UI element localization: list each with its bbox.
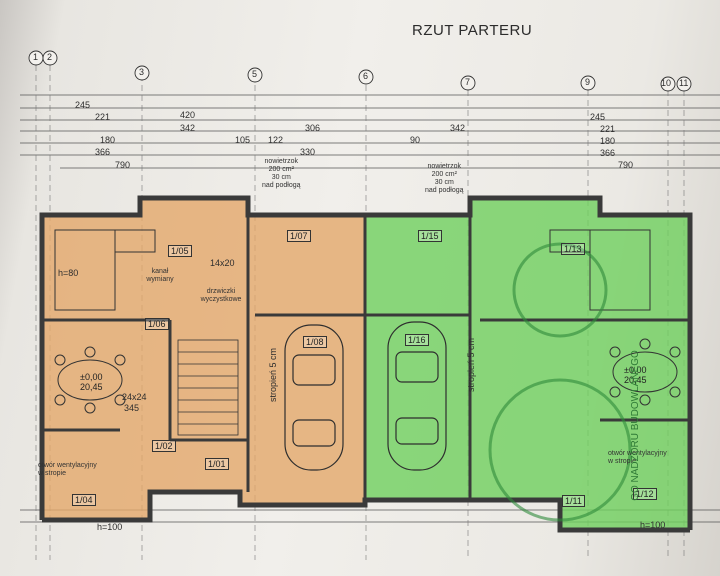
dim-label: 306 xyxy=(305,123,321,133)
dim-label: 180 xyxy=(100,135,116,145)
dim-label: 122 xyxy=(268,135,284,145)
dim-label: 221 xyxy=(95,112,111,122)
axis-number-2: 2 xyxy=(47,52,53,62)
dim-label: 90 xyxy=(410,135,421,145)
room-label-1-01: 1/01 xyxy=(205,458,229,470)
room-label-1-07: 1/07 xyxy=(287,230,311,242)
dim-label: 790 xyxy=(618,160,634,170)
floor-value-left: 345 xyxy=(124,403,140,413)
plan-title: RZUT PARTERU xyxy=(412,22,533,39)
room-label-1-02: 1/02 xyxy=(152,440,176,452)
room-label-1-13: 1/13 xyxy=(561,243,585,255)
table-left-icon xyxy=(54,346,126,414)
fireplace-note: kanał wymiany xyxy=(146,268,174,283)
dim-label: 366 xyxy=(600,148,616,158)
garage-note-left: stropień 5 cm xyxy=(268,347,279,403)
car-right-icon xyxy=(387,321,447,471)
dim-label: 790 xyxy=(115,160,131,170)
axis-number-9: 9 xyxy=(585,77,591,87)
garage-h-left: h=100 xyxy=(97,522,123,532)
room-label-1-16: 1/16 xyxy=(405,334,429,346)
axis-number-11: 11 xyxy=(679,78,689,88)
dim-label: 180 xyxy=(600,136,616,146)
stairs-left xyxy=(177,339,239,436)
dim-label: 105 xyxy=(235,135,251,145)
dim-label: 330 xyxy=(300,147,316,157)
room-label-1-11: 1/11 xyxy=(562,495,585,507)
dim-label: 342 xyxy=(450,123,466,133)
axis-number-6: 6 xyxy=(363,71,369,81)
tile-label-left: 14x20 xyxy=(210,258,235,268)
room-label-1-15: 1/15 xyxy=(418,230,442,242)
axis-markers xyxy=(28,50,692,92)
axis-number-7: 7 xyxy=(465,77,471,87)
dim-label: 366 xyxy=(95,147,111,157)
dim-label: 420 xyxy=(180,110,196,120)
axis-number-1: 1 xyxy=(33,52,39,62)
room-label-1-12: 1/12 xyxy=(633,488,657,500)
room-label-1-06: 1/06 xyxy=(145,318,169,330)
dim-label: 245 xyxy=(590,112,606,122)
right-unit-fill xyxy=(365,198,690,530)
room-label-1-04: 1/04 xyxy=(72,494,96,506)
dim-label: 342 xyxy=(180,123,196,133)
height-left: h=80 xyxy=(58,268,79,278)
room-label-1-05: 1/05 xyxy=(168,245,192,257)
floor-tile-left: 24x24 xyxy=(122,392,147,402)
axis-number-5: 5 xyxy=(252,69,258,79)
sofa-right-icon xyxy=(549,229,651,311)
sofa-left-icon xyxy=(54,229,156,311)
axis-number-3: 3 xyxy=(139,67,145,77)
stamp-text: GO NADZORU BUDOWLANEGO xyxy=(629,350,641,501)
cleanout-note: drzwiczki wyczystkowe xyxy=(200,288,242,303)
garage-note-right: stropień 5 cm xyxy=(466,337,477,393)
table-right-icon xyxy=(609,338,681,406)
dim-label: 221 xyxy=(600,124,616,134)
car-left-icon xyxy=(284,324,344,471)
interior-walls xyxy=(42,215,690,505)
room-label-1-08: 1/08 xyxy=(303,336,327,348)
stamp-circle xyxy=(488,242,632,522)
left-unit-fill xyxy=(42,198,365,520)
garage-h-right: h=100 xyxy=(640,520,666,530)
dim-label: 245 xyxy=(75,100,91,110)
axis-number-10: 10 xyxy=(661,78,672,88)
